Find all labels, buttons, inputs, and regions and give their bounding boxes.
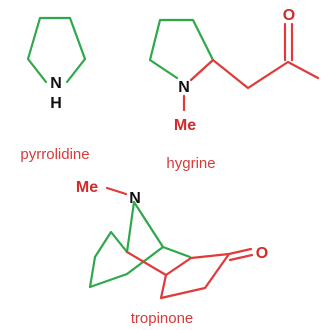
hygrine-oxygen-label: O bbox=[283, 7, 295, 24]
tropinone-nitrogen-label: N bbox=[129, 190, 141, 207]
pyrrolidine-hydrogen-label: H bbox=[50, 95, 62, 112]
tropinone-n-methyl-bond bbox=[105, 186, 128, 196]
tropinone-structure: Me N O tropinone bbox=[76, 179, 268, 327]
tropinone-name: tropinone bbox=[131, 310, 194, 327]
hygrine-structure: N O Me hygrine bbox=[148, 7, 320, 172]
hygrine-methyl-label: Me bbox=[174, 117, 196, 134]
hygrine-ring-bonds bbox=[148, 18, 215, 80]
tropinone-front-ring-bonds bbox=[125, 250, 231, 277]
tropinone-carbonyl-bond-2 bbox=[228, 253, 254, 262]
tropinone-lower-ring-bonds bbox=[159, 252, 231, 300]
tropinone-bridge-bond bbox=[132, 200, 165, 249]
hygrine-name: hygrine bbox=[166, 155, 215, 172]
tropinone-oxygen-label: O bbox=[256, 245, 268, 262]
pyrrolidine-structure: N H pyrrolidine bbox=[20, 16, 90, 163]
pyrrolidine-nitrogen-label: N bbox=[50, 75, 62, 92]
hygrine-side-chain-bonds bbox=[189, 58, 320, 90]
tropinone-back-ring-bonds bbox=[88, 200, 192, 289]
pyrrolidine-ring-bonds bbox=[26, 16, 87, 84]
pyrrolidine-name: pyrrolidine bbox=[20, 146, 89, 163]
hygrine-nitrogen-label: N bbox=[178, 79, 190, 96]
tropinone-carbonyl-bond-1 bbox=[227, 247, 253, 256]
tropinone-methyl-label: Me bbox=[76, 179, 98, 196]
